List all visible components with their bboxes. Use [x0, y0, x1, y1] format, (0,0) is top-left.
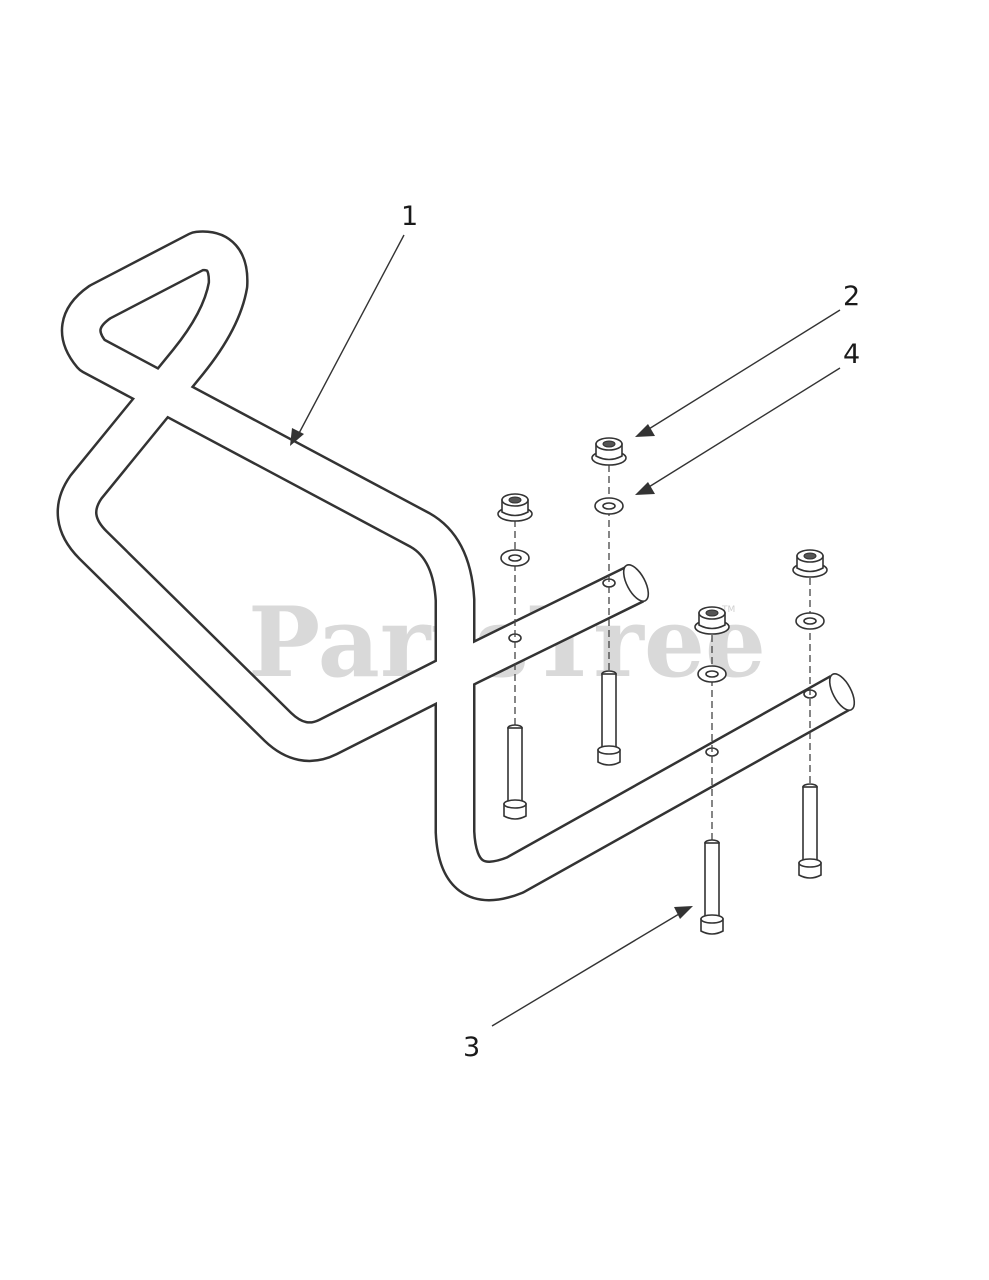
- handle-tube-back-fill: [59, 232, 643, 800]
- hex-bolt: [798, 783, 822, 879]
- tube-end-upper: [622, 564, 650, 602]
- washer: [500, 549, 530, 567]
- hex-bolt: [503, 724, 527, 820]
- leader-4: [643, 367, 841, 491]
- leader-3: [491, 910, 685, 1027]
- hex-flange-nut: [497, 493, 533, 522]
- tube-end-lower: [828, 673, 856, 711]
- handle-tube: [56, 230, 856, 902]
- washer: [795, 612, 825, 630]
- arrowhead-3: [674, 906, 693, 919]
- hex-flange-nut: [792, 549, 828, 578]
- callout-leaders: [290, 234, 841, 1027]
- arrowhead-2: [635, 424, 655, 437]
- hex-flange-nut: [591, 437, 627, 466]
- leader-2: [643, 309, 841, 433]
- handle-tube-front-fill: [437, 677, 849, 899]
- washer: [697, 665, 727, 683]
- callout-4-label: 4: [843, 339, 860, 370]
- hex-flange-nut: [694, 606, 730, 635]
- watermark-trademark: TM: [721, 605, 735, 615]
- fastener-stack-3: [694, 606, 730, 935]
- callout-labels: 1 2 4 3: [401, 201, 860, 1063]
- fastener-stack-2: [591, 437, 627, 766]
- hex-bolt: [597, 670, 621, 766]
- hex-bolt: [700, 839, 724, 935]
- fastener-stack-1: [497, 493, 533, 820]
- callout-1-label: 1: [401, 201, 418, 232]
- callout-3-label: 3: [463, 1032, 480, 1063]
- callout-2-label: 2: [843, 281, 860, 312]
- arrowhead-1: [290, 428, 304, 446]
- fastener-stack-4: [792, 549, 828, 879]
- arrowhead-4: [635, 482, 655, 495]
- washer: [594, 497, 624, 515]
- leader-1: [296, 234, 405, 438]
